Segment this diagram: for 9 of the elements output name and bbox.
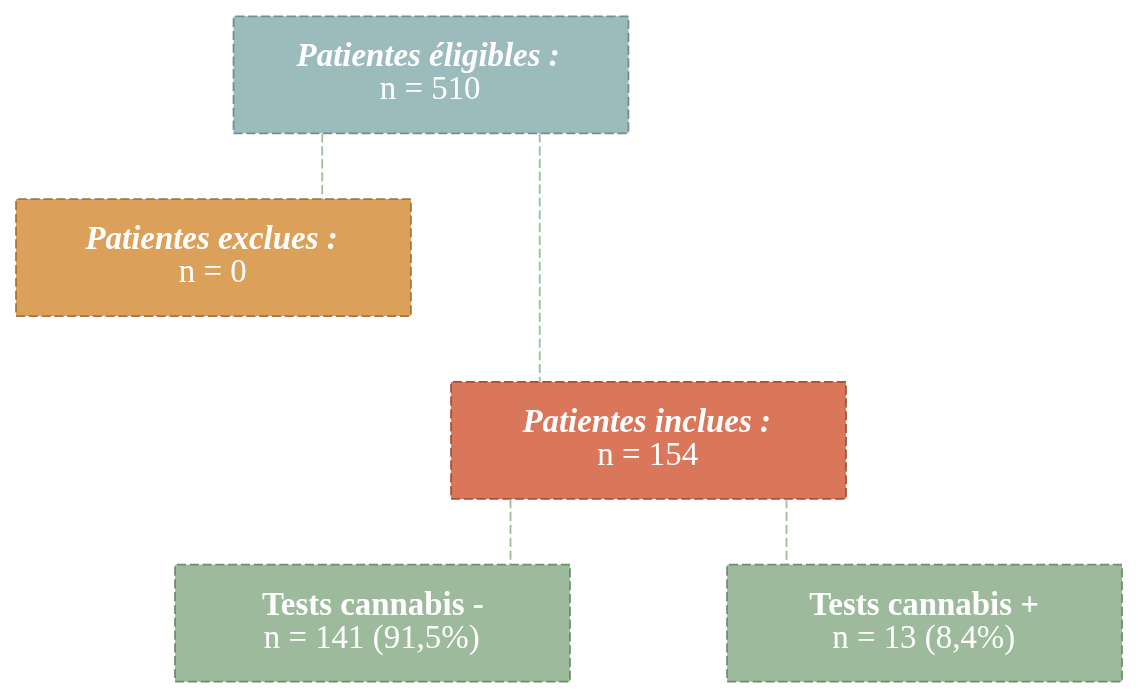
node-box: Patientes inclues : n = 154 (450, 381, 847, 500)
connector (785, 498, 788, 566)
node-box: Patientes exclues : n = 0 (15, 198, 412, 317)
node-box: Tests cannabis - n = 141 (91,5%) (174, 563, 571, 683)
connector (538, 132, 541, 383)
connector (321, 132, 324, 200)
node-box: Tests cannabis + n = 13 (8,4%) (726, 563, 1123, 683)
connector (509, 498, 512, 566)
node-box: Patientes éligibles : n = 510 (232, 15, 630, 135)
